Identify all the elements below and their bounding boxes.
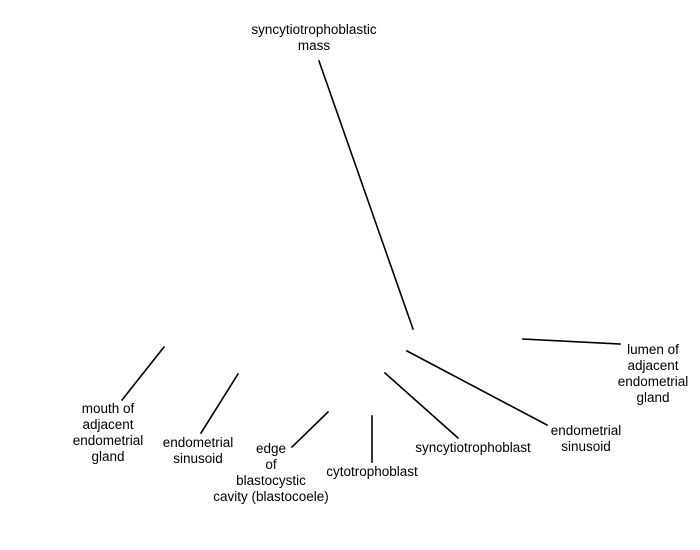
label-syncytiotrophoblastic-mass: syncytiotrophoblastic mass — [251, 22, 377, 53]
label-cytotrophoblast: cytotrophoblast — [326, 464, 418, 479]
leader-line-edge-of-blastocystic-cavity — [290, 410, 330, 449]
leader-line-syncytiotrophoblastic-mass — [317, 59, 415, 331]
leader-line-endometrial-sinusoid-right — [405, 349, 549, 427]
label-lumen-of-adjacent-endometrial-gland: lumen of adjacent endometrial gland — [617, 342, 689, 405]
leader-line-endometrial-sinusoid-left — [199, 372, 240, 435]
label-edge-of-blastocystic-cavity: edge of blastocystic cavity (blastocoele… — [213, 441, 329, 504]
label-endometrial-sinusoid-left: endometrial sinusoid — [162, 435, 234, 466]
label-endometrial-sinusoid-right: endometrial sinusoid — [550, 423, 622, 454]
leader-line-mouth-of-adjacent-endometrial-gland — [120, 345, 166, 402]
label-syncytiotrophoblast: syncytiotrophoblast — [415, 440, 531, 455]
leader-line-lumen-of-adjacent-endometrial-gland — [522, 338, 621, 345]
label-mouth-of-adjacent-endometrial-gland: mouth of adjacent endometrial gland — [72, 401, 144, 464]
leader-line-syncytiotrophoblast — [383, 371, 460, 440]
